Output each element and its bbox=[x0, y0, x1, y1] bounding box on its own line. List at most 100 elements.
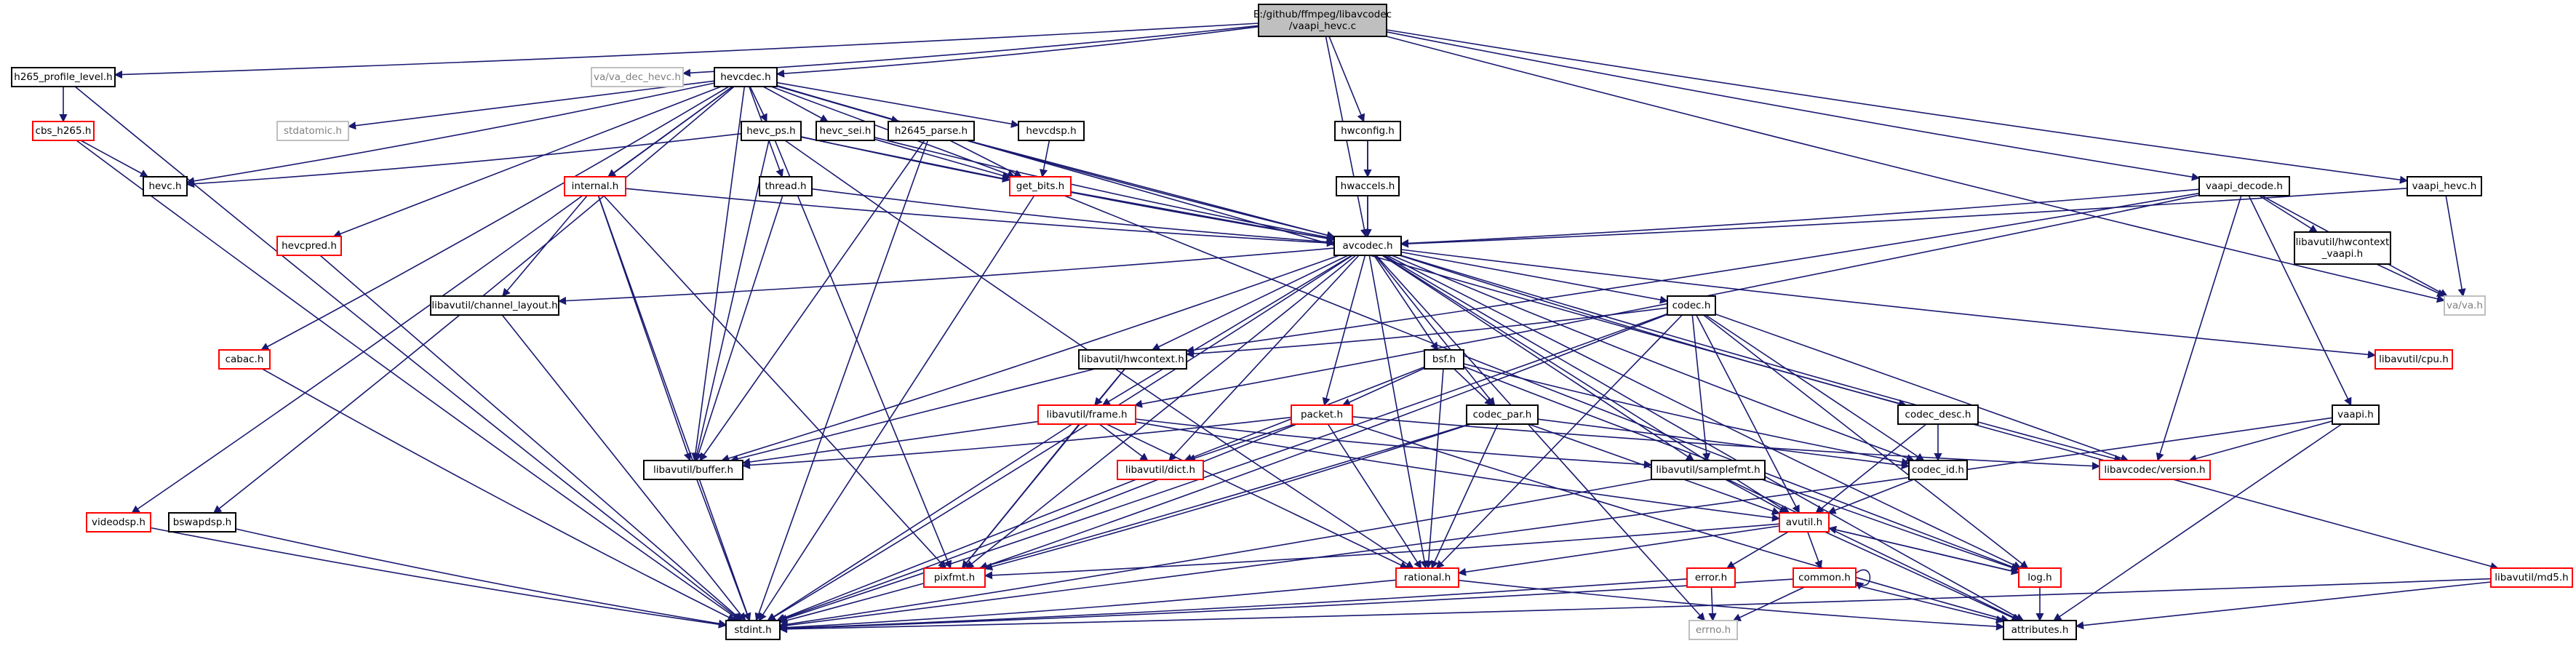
node-vaapi-decode[interactable]: vaapi_decode.h bbox=[2198, 176, 2290, 196]
edge-log-to-avutil bbox=[1827, 525, 2019, 573]
node-pixfmt[interactable]: pixfmt.h bbox=[923, 567, 986, 588]
edge-avutil-to-attributes bbox=[1825, 531, 2020, 621]
file-nodes: E:/github/ffmpeg/libavcodec/vaapi_hevc.c… bbox=[11, 4, 2573, 640]
edge-internal-to-stdint bbox=[597, 195, 751, 622]
edge-avutil-to-pixfmt bbox=[984, 523, 1780, 580]
edge-avutil-to-common bbox=[1807, 531, 1822, 570]
edge-bsf-to-codec_id bbox=[1463, 363, 1910, 466]
node-hevc-sei[interactable]: hevc_sei.h bbox=[816, 121, 875, 141]
node-dict[interactable]: libavutil/dict.h bbox=[1117, 460, 1204, 480]
node-cpu[interactable]: libavutil/cpu.h bbox=[2374, 349, 2453, 370]
edge-avcodec-to-errno bbox=[1376, 255, 1706, 621]
node-hevcdsp[interactable]: hevcdsp.h bbox=[1018, 121, 1085, 141]
node-vaapi-hevc[interactable]: vaapi_hevc.h bbox=[2406, 176, 2482, 196]
node-videodsp[interactable]: videodsp.h bbox=[86, 512, 151, 533]
node-avutil[interactable]: avutil.h bbox=[1779, 512, 1830, 533]
node-version[interactable]: libavcodec/version.h bbox=[2099, 460, 2211, 480]
edge-videodsp-to-stdint bbox=[150, 527, 727, 629]
node-hevc-ps[interactable]: hevc_ps.h bbox=[741, 121, 802, 141]
node-errno[interactable]: errno.h bbox=[1688, 620, 1738, 640]
node-stdatomic[interactable]: stdatomic.h bbox=[276, 121, 349, 141]
node-samplefmt[interactable]: libavutil/samplefmt.h bbox=[1651, 460, 1766, 480]
node-frame[interactable]: libavutil/frame.h bbox=[1037, 404, 1136, 425]
node-box bbox=[1686, 567, 1736, 588]
edge-buffer-to-stdint bbox=[696, 479, 751, 622]
node-label: libavutil/md5.h bbox=[2495, 572, 2568, 583]
edge-hevcdec-to-avcodec bbox=[776, 84, 1336, 239]
node-box bbox=[1336, 176, 1400, 196]
node-hwaccels[interactable]: hwaccels.h bbox=[1336, 176, 1400, 196]
node-label: _vaapi.h bbox=[2321, 248, 2363, 260]
node-hevcpred[interactable]: hevcpred.h bbox=[276, 236, 342, 256]
node-rational[interactable]: rational.h bbox=[1395, 567, 1459, 588]
node-avcodec[interactable]: avcodec.h bbox=[1333, 236, 1402, 256]
node-box bbox=[276, 236, 342, 256]
node-bsf[interactable]: bsf.h bbox=[1424, 349, 1464, 370]
node-internal[interactable]: internal.h bbox=[564, 176, 626, 196]
node-buffer[interactable]: libavutil/buffer.h bbox=[643, 460, 743, 480]
node-thread[interactable]: thread.h bbox=[759, 176, 813, 196]
node-va[interactable]: va/va.h bbox=[2444, 295, 2486, 316]
edge-hevcdec-to-buffer bbox=[691, 86, 746, 462]
edge-h2645_parse-to-buffer bbox=[699, 140, 925, 461]
edge-codec_par-to-stdint bbox=[778, 423, 1470, 625]
node-channel-layout[interactable]: libavutil/channel_layout.h bbox=[430, 295, 559, 316]
node-attributes[interactable]: attributes.h bbox=[2003, 620, 2077, 640]
node-box bbox=[1333, 236, 1402, 256]
edge-thread-to-buffer bbox=[694, 195, 783, 462]
node-packet[interactable]: packet.h bbox=[1291, 404, 1353, 425]
edge-vaapi_decode-to-version bbox=[2156, 195, 2242, 462]
node-box bbox=[1117, 460, 1204, 480]
node-h265-profile-level[interactable]: h265_profile_level.h bbox=[11, 67, 116, 87]
edge-root-to-vaapi_hevc bbox=[1386, 29, 2409, 184]
node-box bbox=[564, 176, 626, 196]
node-cbs-h265[interactable]: cbs_h265.h bbox=[32, 121, 95, 141]
edge-frame-to-dict bbox=[1098, 423, 1149, 461]
node-error[interactable]: error.h bbox=[1686, 567, 1736, 588]
edge-packet-to-attributes bbox=[1352, 423, 2009, 623]
edge-frame-to-stdint bbox=[767, 423, 1073, 621]
node-stdint[interactable]: stdint.h bbox=[725, 620, 781, 640]
edge-hwcontext_vaapi-to-va bbox=[2376, 263, 2446, 297]
node-md5[interactable]: libavutil/md5.h bbox=[2490, 567, 2573, 588]
node-get-bits[interactable]: get_bits.h bbox=[1009, 176, 1072, 196]
edge-codec-to-codec_id bbox=[1705, 314, 1925, 461]
node-label: common.h bbox=[1798, 572, 1851, 583]
edge-channel_layout-to-stdint bbox=[501, 314, 746, 621]
edge-vaapi-to-version bbox=[2188, 420, 2333, 463]
node-hwconfig[interactable]: hwconfig.h bbox=[1334, 121, 1401, 141]
edge-avutil-to-rational bbox=[1457, 525, 1780, 576]
node-codec[interactable]: codec.h bbox=[1667, 295, 1716, 316]
node-label: vaapi.h bbox=[2337, 409, 2374, 420]
node-h2645-parse[interactable]: h2645_parse.h bbox=[888, 121, 975, 141]
node-cabac[interactable]: cabac.h bbox=[218, 349, 271, 370]
node-hevcdec[interactable]: hevcdec.h bbox=[714, 67, 778, 87]
node-codec-desc[interactable]: codec_desc.h bbox=[1897, 404, 1979, 425]
node-bswapdsp[interactable]: bswapdsp.h bbox=[168, 512, 236, 533]
edge-frame-to-pixfmt bbox=[961, 423, 1080, 569]
edge-hevc_ps-to-hevc bbox=[186, 132, 742, 188]
node-codec-id[interactable]: codec_id.h bbox=[1908, 460, 1968, 480]
node-log[interactable]: log.h bbox=[2018, 567, 2062, 588]
node-hwcontext[interactable]: libavutil/hwcontext.h bbox=[1078, 349, 1187, 370]
node-box bbox=[816, 121, 875, 141]
edge-avcodec-to-bsf bbox=[1373, 255, 1438, 351]
edge-codec_par-to-codec_id bbox=[1537, 418, 1910, 470]
edge-internal-to-pixfmt bbox=[603, 195, 946, 569]
node-codec-par[interactable]: codec_par.h bbox=[1466, 404, 1539, 425]
node-box bbox=[11, 67, 116, 87]
node-label: attributes.h bbox=[2011, 624, 2069, 636]
node-box bbox=[2294, 231, 2391, 265]
node-box bbox=[741, 121, 802, 141]
node-vaapi[interactable]: vaapi.h bbox=[2332, 404, 2380, 425]
edge-avcodec-to-codec_id bbox=[1391, 255, 1915, 462]
node-box bbox=[888, 121, 975, 141]
node-root[interactable]: E:/github/ffmpeg/libavcodec/vaapi_hevc.c bbox=[1253, 4, 1392, 37]
node-va-dec-hevc[interactable]: va/va_dec_hevc.h bbox=[591, 67, 684, 87]
node-common[interactable]: common.h bbox=[1793, 567, 1857, 588]
node-box bbox=[1424, 349, 1464, 370]
node-box bbox=[2099, 460, 2211, 480]
node-hwcontext-vaapi[interactable]: libavutil/hwcontext_vaapi.h bbox=[2294, 231, 2391, 265]
node-hevc[interactable]: hevc.h bbox=[143, 176, 188, 196]
